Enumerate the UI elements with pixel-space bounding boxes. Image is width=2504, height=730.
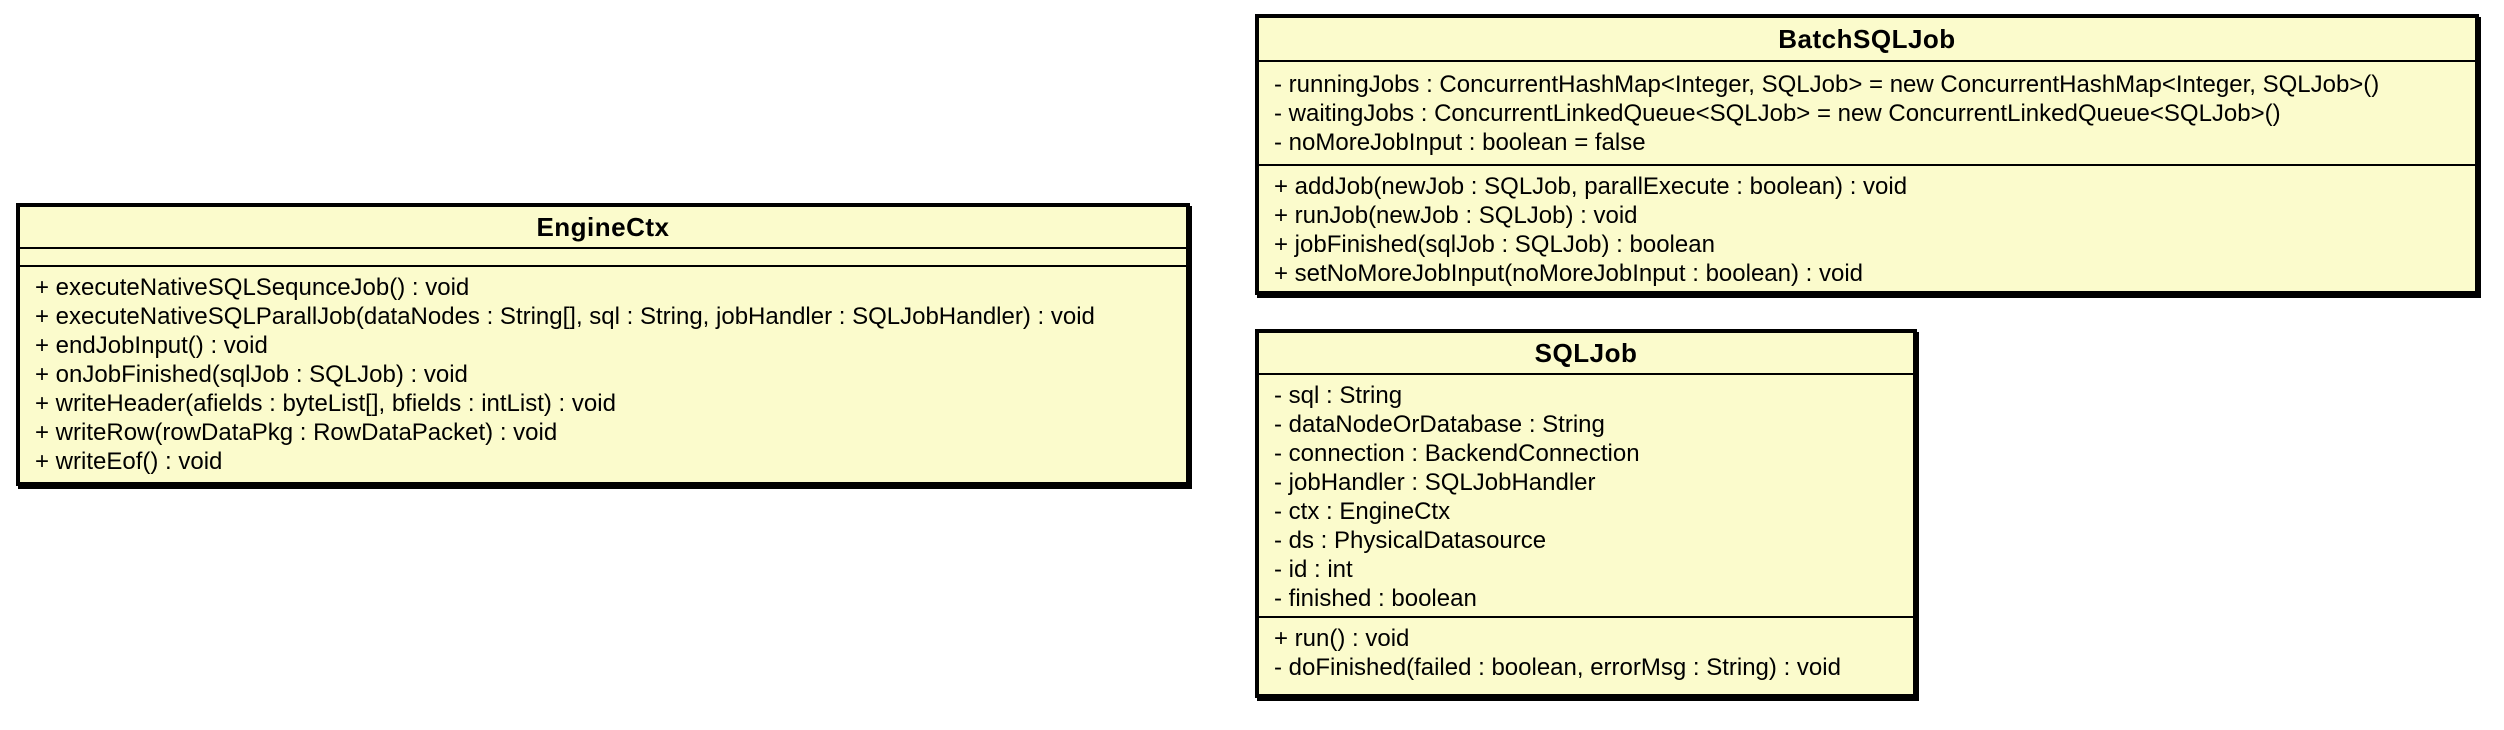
method-row: - doFinished(failed : boolean, errorMsg …: [1274, 654, 1841, 681]
method-row: + executeNativeSQLParallJob(dataNodes : …: [35, 303, 1095, 330]
method-row: + run() : void: [1274, 625, 1410, 652]
attribute-row: - id : int: [1274, 556, 1353, 583]
method-row: + jobFinished(sqlJob : SQLJob) : boolean: [1274, 231, 1715, 258]
class-name: BatchSQLJob: [1778, 23, 1956, 54]
attribute-row: - ds : PhysicalDatasource: [1274, 527, 1547, 554]
attribute-row: - waitingJobs : ConcurrentLinkedQueue<SQ…: [1274, 100, 2281, 127]
attributes-compartment: - runningJobs : ConcurrentHashMap<Intege…: [1259, 60, 2475, 164]
method-row: + setNoMoreJobInput(noMoreJobInput : boo…: [1274, 260, 1864, 287]
method-row: + endJobInput() : void: [35, 332, 268, 359]
class-batchsqljob: BatchSQLJob - runningJobs : ConcurrentHa…: [1255, 14, 2479, 295]
class-enginectx: EngineCtx + executeNativeSQLSequnceJob()…: [16, 203, 1190, 486]
attribute-row: - runningJobs : ConcurrentHashMap<Intege…: [1274, 71, 2380, 98]
method-row: + writeRow(rowDataPkg : RowDataPacket) :…: [35, 419, 558, 446]
attributes-compartment: [20, 247, 1186, 265]
attribute-row: - ctx : EngineCtx: [1274, 498, 1451, 525]
attribute-row: - dataNodeOrDatabase : String: [1274, 411, 1605, 438]
attribute-row: - connection : BackendConnection: [1274, 440, 1640, 467]
method-row: + writeHeader(afields : byteList[], bfie…: [35, 390, 616, 417]
method-row: + executeNativeSQLSequnceJob() : void: [35, 274, 470, 301]
class-name: SQLJob: [1534, 337, 1638, 368]
attribute-row: - finished : boolean: [1274, 585, 1477, 612]
attribute-row: - jobHandler : SQLJobHandler: [1274, 469, 1596, 496]
methods-compartment: + executeNativeSQLSequnceJob() : void + …: [20, 265, 1186, 482]
method-row: + runJob(newJob : SQLJob) : void: [1274, 202, 1638, 229]
method-row: + onJobFinished(sqlJob : SQLJob) : void: [35, 361, 468, 388]
attribute-row: - sql : String: [1274, 382, 1403, 409]
attributes-compartment: - sql : String - dataNodeOrDatabase : St…: [1259, 373, 1913, 616]
method-row: + writeEof() : void: [35, 448, 223, 475]
class-name: EngineCtx: [536, 211, 670, 242]
methods-compartment: + addJob(newJob : SQLJob, parallExecute …: [1259, 164, 2475, 291]
method-row: + addJob(newJob : SQLJob, parallExecute …: [1274, 173, 1908, 200]
class-sqljob: SQLJob - sql : String - dataNodeOrDataba…: [1255, 329, 1917, 698]
attribute-row: - noMoreJobInput : boolean = false: [1274, 129, 1646, 156]
methods-compartment: + run() : void - doFinished(failed : boo…: [1259, 616, 1913, 694]
